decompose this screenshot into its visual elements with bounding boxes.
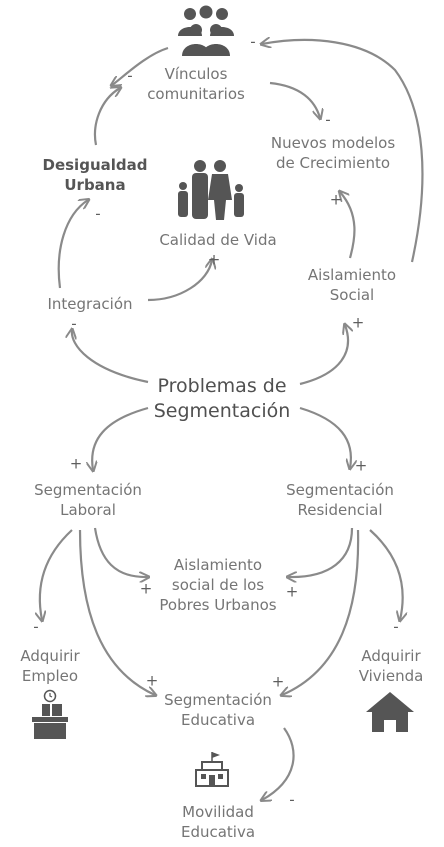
node-aislamiento-pobres-urbanos: Aislamiento social de los Pobres Urbanos	[159, 555, 276, 615]
node-nuevos-modelos: Nuevos modelos de Crecimiento	[271, 133, 395, 173]
polarity-sign: -	[33, 617, 39, 636]
polarity-sign: -	[127, 66, 133, 85]
arrow-aislamiento-to-people	[262, 40, 424, 263]
node-label: Problemas de Segmentación	[153, 375, 291, 422]
polarity-sign: +	[351, 313, 365, 332]
node-label: Segmentación Residencial	[286, 481, 394, 519]
arrow-problemas-to-residencial	[299, 406, 351, 468]
node-segmentacion-educativa: Segmentación Educativa	[164, 690, 272, 730]
arrow-laboral-to-empleo	[40, 529, 73, 620]
polarity-sign: +	[139, 579, 153, 598]
polarity-sign: -	[393, 617, 399, 636]
node-calidad-de-vida: Calidad de Vida	[159, 230, 276, 250]
node-problemas-de-segmentacion: Problemas de Segmentación	[154, 374, 291, 424]
node-movilidad-educativa: Movilidad Educativa	[181, 802, 255, 842]
node-label: Calidad de Vida	[159, 231, 277, 249]
polarity-sign: -	[250, 32, 256, 51]
node-desigualdad-urbana: Desigualdad Urbana	[43, 155, 148, 195]
node-segmentacion-residencial: Segmentación Residencial	[286, 480, 394, 520]
polarity-sign: -	[95, 204, 101, 223]
polarity-sign: +	[354, 456, 368, 475]
node-label: Aislamiento social de los Pobres Urbanos	[159, 556, 277, 614]
node-vinculos-comunitarios: Vínculos comunitarios	[147, 64, 245, 104]
polarity-sign: +	[271, 672, 285, 691]
node-label: Integración	[47, 295, 133, 313]
arrow-laboral-to-educativa	[78, 529, 155, 695]
polarity-sign: -	[289, 790, 295, 809]
arrow-integracion-to-calidad	[147, 260, 212, 302]
arrow-problemas-to-laboral	[92, 406, 149, 470]
node-label: Adquirir Empleo	[20, 647, 80, 685]
node-label: Adquirir Vivienda	[358, 647, 424, 685]
polarity-sign: -	[325, 110, 331, 129]
arrow-vinculos-to-nuevos	[269, 81, 320, 118]
node-label: Desigualdad Urbana	[42, 156, 148, 194]
arrow-laboral-to-pobres	[93, 527, 148, 577]
arrow-residencial-to-pobres	[288, 527, 354, 577]
node-adquirir-empleo: Adquirir Empleo	[20, 646, 79, 686]
node-label: Segmentación Educativa	[164, 691, 272, 729]
family-icon	[178, 160, 244, 220]
polarity-sign: +	[207, 250, 221, 269]
arrow-people-to-vinculos	[112, 46, 169, 85]
polarity-sign: +	[329, 190, 343, 209]
node-label: Movilidad Educativa	[180, 803, 256, 841]
node-label: Aislamiento Social	[307, 266, 397, 304]
arrow-aislamiento-to-nuevos	[340, 192, 356, 259]
node-adquirir-vivienda: Adquirir Vivienda	[359, 646, 424, 686]
polarity-sign: +	[69, 454, 83, 473]
node-label: Nuevos modelos de Crecimiento	[270, 134, 396, 172]
arrow-integracion-to-desigualdad	[57, 200, 88, 289]
node-aislamiento-social: Aislamiento Social	[308, 265, 396, 305]
polarity-sign: -	[71, 314, 77, 333]
polarity-sign: +	[285, 582, 299, 601]
arrow-residencial-to-educativa	[282, 529, 360, 695]
school-building-icon	[195, 752, 229, 787]
arrow-problemas-to-aislamiento	[299, 325, 348, 386]
node-integracion: Integración	[47, 294, 132, 314]
house-icon	[366, 692, 414, 732]
node-label: Segmentación Laboral	[34, 481, 142, 519]
polarity-sign: +	[145, 671, 159, 690]
office-worker-icon	[32, 689, 68, 739]
node-label: Vínculos comunitarios	[147, 65, 245, 103]
arrow-educativa-to-movilidad	[262, 727, 295, 800]
arrow-desigualdad-to-vinculos	[94, 88, 120, 146]
arrow-problemas-to-integracion	[72, 330, 149, 384]
people-group-icon	[178, 5, 234, 56]
arrow-residencial-to-vivienda	[369, 529, 403, 620]
node-segmentacion-laboral: Segmentación Laboral	[34, 480, 142, 520]
